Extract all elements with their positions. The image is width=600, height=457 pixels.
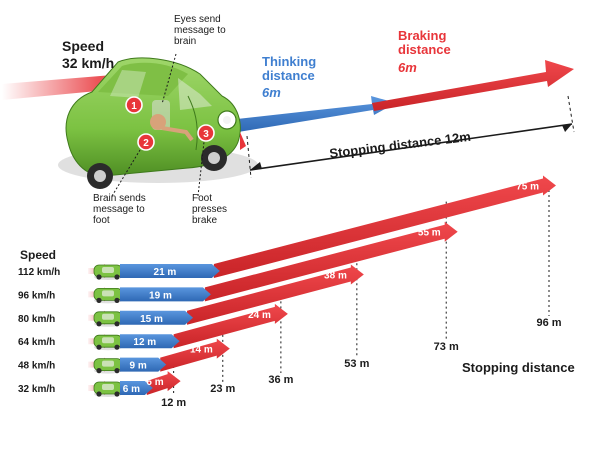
speed-arrow bbox=[2, 62, 177, 100]
braking-bar bbox=[160, 338, 230, 372]
braking-bar bbox=[146, 371, 181, 395]
thinking-bar bbox=[120, 287, 211, 302]
braking-value-label: 14 m bbox=[190, 345, 213, 356]
tick-layer: 12 m 23 m 36 m 53 m 73 m 96 m bbox=[161, 190, 562, 409]
thinking-bar bbox=[120, 310, 194, 325]
speed-label: Speed bbox=[62, 38, 104, 54]
speed-value: 32 km/h bbox=[62, 55, 114, 71]
stopping-label: Stopping distance 12m bbox=[329, 129, 472, 161]
brain-note: Brain sends message to foot bbox=[93, 193, 149, 226]
braking-value-label: 75 m bbox=[516, 182, 539, 193]
top-illustration: 1 2 3 Eyes send message to brain Brain s… bbox=[2, 14, 575, 226]
row-car-icon bbox=[93, 264, 123, 280]
step-badge-2: 2 bbox=[137, 133, 155, 151]
annotation-leaders bbox=[111, 53, 205, 197]
tick-label: 96 m bbox=[536, 317, 561, 329]
eyes-note: Eyes send message to brain bbox=[174, 14, 228, 47]
step-badge-3: 3 bbox=[197, 124, 215, 142]
row-car-icon bbox=[93, 334, 123, 351]
chart-axis-title: Stopping distance bbox=[462, 360, 575, 375]
step-number-1: 1 bbox=[131, 101, 137, 112]
row-layer: 112 km/h 21 m 75 m 96 km/h 19 m 55 m 80 km/h 15… bbox=[18, 175, 556, 397]
step-badge-1: 1 bbox=[125, 96, 143, 114]
braking-value-label: 55 m bbox=[418, 228, 441, 239]
stopping-distance-chart: Speed Stopping distance 12 m 23 m 36 m 53 m… bbox=[18, 175, 575, 409]
braking-bar bbox=[213, 175, 556, 278]
tick-label: 12 m bbox=[161, 397, 186, 409]
braking-value: 6m bbox=[398, 60, 417, 75]
tick-label: 23 m bbox=[210, 383, 235, 395]
braking-value-label: 6 m bbox=[146, 377, 163, 388]
tick-label: 73 m bbox=[434, 341, 459, 353]
row-speed-label: 64 km/h bbox=[18, 337, 55, 348]
foot-note: Foot presses brake bbox=[192, 193, 230, 226]
braking-value-label: 38 m bbox=[324, 270, 347, 281]
thinking-bar bbox=[120, 334, 180, 349]
step-number-2: 2 bbox=[143, 138, 149, 149]
row-speed-label: 80 km/h bbox=[18, 314, 55, 325]
thinking-bar bbox=[120, 357, 167, 372]
step-number-3: 3 bbox=[203, 129, 209, 140]
thinking-value-label: 19 m bbox=[149, 290, 172, 301]
thinking-value-label: 9 m bbox=[129, 361, 146, 372]
braking-bar bbox=[187, 264, 364, 325]
row-car-icon bbox=[93, 311, 123, 327]
thinking-value-label: 15 m bbox=[140, 314, 163, 325]
thinking-bar bbox=[120, 381, 153, 395]
tick-label: 36 m bbox=[268, 374, 293, 386]
chart-legend-title: Speed bbox=[20, 248, 56, 262]
car-illustration bbox=[58, 57, 258, 189]
braking-bar bbox=[173, 303, 288, 349]
row-car-icon bbox=[93, 381, 123, 397]
row-speed-label: 96 km/h bbox=[18, 290, 55, 301]
row-car-icon bbox=[93, 358, 123, 374]
stopping-distance-dimension bbox=[246, 95, 575, 179]
braking-label: Braking distance bbox=[398, 28, 451, 57]
thinking-bar bbox=[120, 264, 220, 278]
thinking-value-label: 21 m bbox=[154, 267, 177, 278]
row-speed-label: 112 km/h bbox=[18, 267, 60, 278]
tick-label: 53 m bbox=[344, 358, 369, 370]
row-speed-label: 48 km/h bbox=[18, 361, 55, 372]
thinking-value-label: 6 m bbox=[123, 384, 140, 395]
braking-distance-arrow bbox=[372, 60, 574, 111]
thinking-label: Thinking distance bbox=[262, 54, 320, 83]
thinking-value: 6m bbox=[262, 85, 281, 100]
thinking-value-label: 12 m bbox=[133, 337, 156, 348]
braking-bar bbox=[204, 221, 458, 302]
braking-value-label: 24 m bbox=[248, 310, 271, 321]
row-speed-label: 32 km/h bbox=[18, 384, 55, 395]
row-car-icon bbox=[93, 287, 123, 304]
thinking-distance-arrow bbox=[228, 96, 396, 133]
